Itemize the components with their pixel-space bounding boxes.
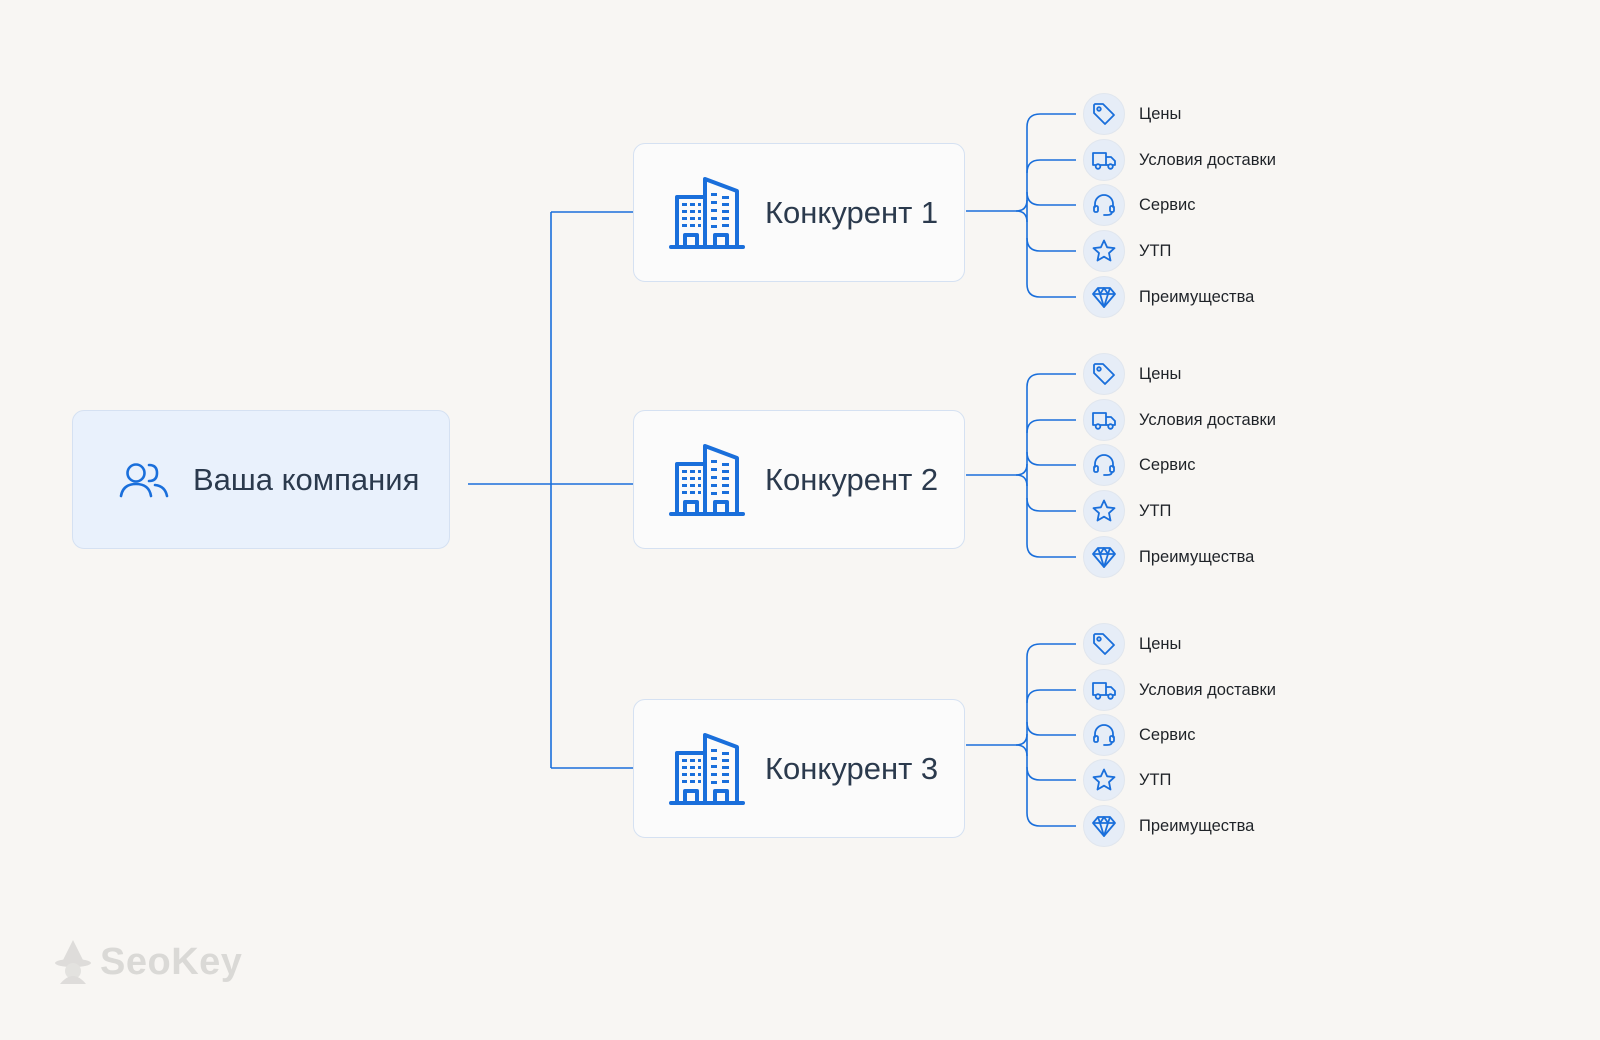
competitor-node-1: Конкурент 1: [633, 143, 965, 282]
competitor-node-2: Конкурент 2: [633, 410, 965, 549]
aspect-label: Сервис: [1139, 195, 1196, 214]
price-tag-icon: [1093, 363, 1115, 385]
price-tag-icon: [1093, 103, 1115, 125]
headset-icon: [1093, 194, 1115, 216]
building-icon: [669, 732, 745, 805]
aspect-label: Преимущества: [1139, 287, 1255, 306]
aspect-label: Цены: [1139, 364, 1182, 383]
aspect-label: Условия доставки: [1139, 150, 1276, 169]
watermark-text: SeoKey: [100, 940, 243, 983]
competitor-node-3: Конкурент 3: [633, 699, 965, 838]
price-tag-icon: [1093, 633, 1115, 655]
aspect-item-service: Сервис: [1083, 183, 1196, 227]
aspect-bracket-1: [966, 113, 1076, 298]
star-icon: [1092, 239, 1116, 262]
aspect-bracket-3: [966, 643, 1076, 827]
aspect-label: УТП: [1139, 770, 1172, 789]
building-icon: [669, 176, 745, 249]
aspect-label: Условия доставки: [1139, 680, 1276, 699]
aspect-label: Условия доставки: [1139, 410, 1276, 429]
aspect-item-usp: УТП: [1083, 489, 1171, 533]
aspect-bracket-2: [966, 373, 1076, 558]
aspect-label: УТП: [1139, 241, 1172, 260]
star-icon: [1092, 499, 1116, 522]
aspect-item-advantages: Преимущества: [1083, 804, 1254, 848]
competitor-label: Конкурент 1: [765, 194, 939, 230]
aspect-item-usp: УТП: [1083, 758, 1171, 802]
aspect-item-advantages: Преимущества: [1083, 275, 1254, 319]
aspect-item-service: Сервис: [1083, 713, 1196, 757]
headset-icon: [1093, 724, 1115, 746]
truck-icon: [1092, 682, 1116, 700]
aspect-label: Преимущества: [1139, 816, 1255, 835]
aspect-item-usp: УТП: [1083, 229, 1171, 273]
truck-icon: [1092, 412, 1116, 430]
your-company-label: Ваша компания: [193, 461, 420, 497]
your-company-node: Ваша компания: [72, 410, 450, 549]
aspect-label: УТП: [1139, 501, 1172, 520]
aspect-item-service: Сервис: [1083, 443, 1196, 487]
aspect-label: Преимущества: [1139, 547, 1255, 566]
competitor-label: Конкурент 2: [765, 461, 939, 497]
diamond-icon: [1092, 816, 1116, 837]
aspect-item-delivery: Условия доставки: [1083, 138, 1276, 182]
users-icon: [119, 462, 169, 497]
aspect-item-delivery: Условия доставки: [1083, 668, 1276, 712]
diamond-icon: [1092, 547, 1116, 568]
aspect-label: Сервис: [1139, 725, 1196, 744]
aspect-label: Сервис: [1139, 455, 1196, 474]
aspect-label: Цены: [1139, 104, 1182, 123]
aspect-item-prices: Цены: [1083, 92, 1181, 136]
diamond-icon: [1092, 287, 1116, 308]
aspect-label: Цены: [1139, 634, 1182, 653]
truck-icon: [1092, 152, 1116, 170]
building-icon: [669, 443, 745, 516]
aspect-item-advantages: Преимущества: [1083, 535, 1254, 579]
aspect-item-prices: Цены: [1083, 352, 1181, 396]
headset-icon: [1093, 454, 1115, 476]
seokey-watermark-logo: SeoKey: [52, 938, 242, 986]
competitor-label: Конкурент 3: [765, 750, 939, 786]
star-icon: [1092, 768, 1116, 791]
wizard-mascot-icon: [55, 940, 91, 984]
aspect-item-prices: Цены: [1083, 622, 1181, 666]
aspect-item-delivery: Условия доставки: [1083, 398, 1276, 442]
